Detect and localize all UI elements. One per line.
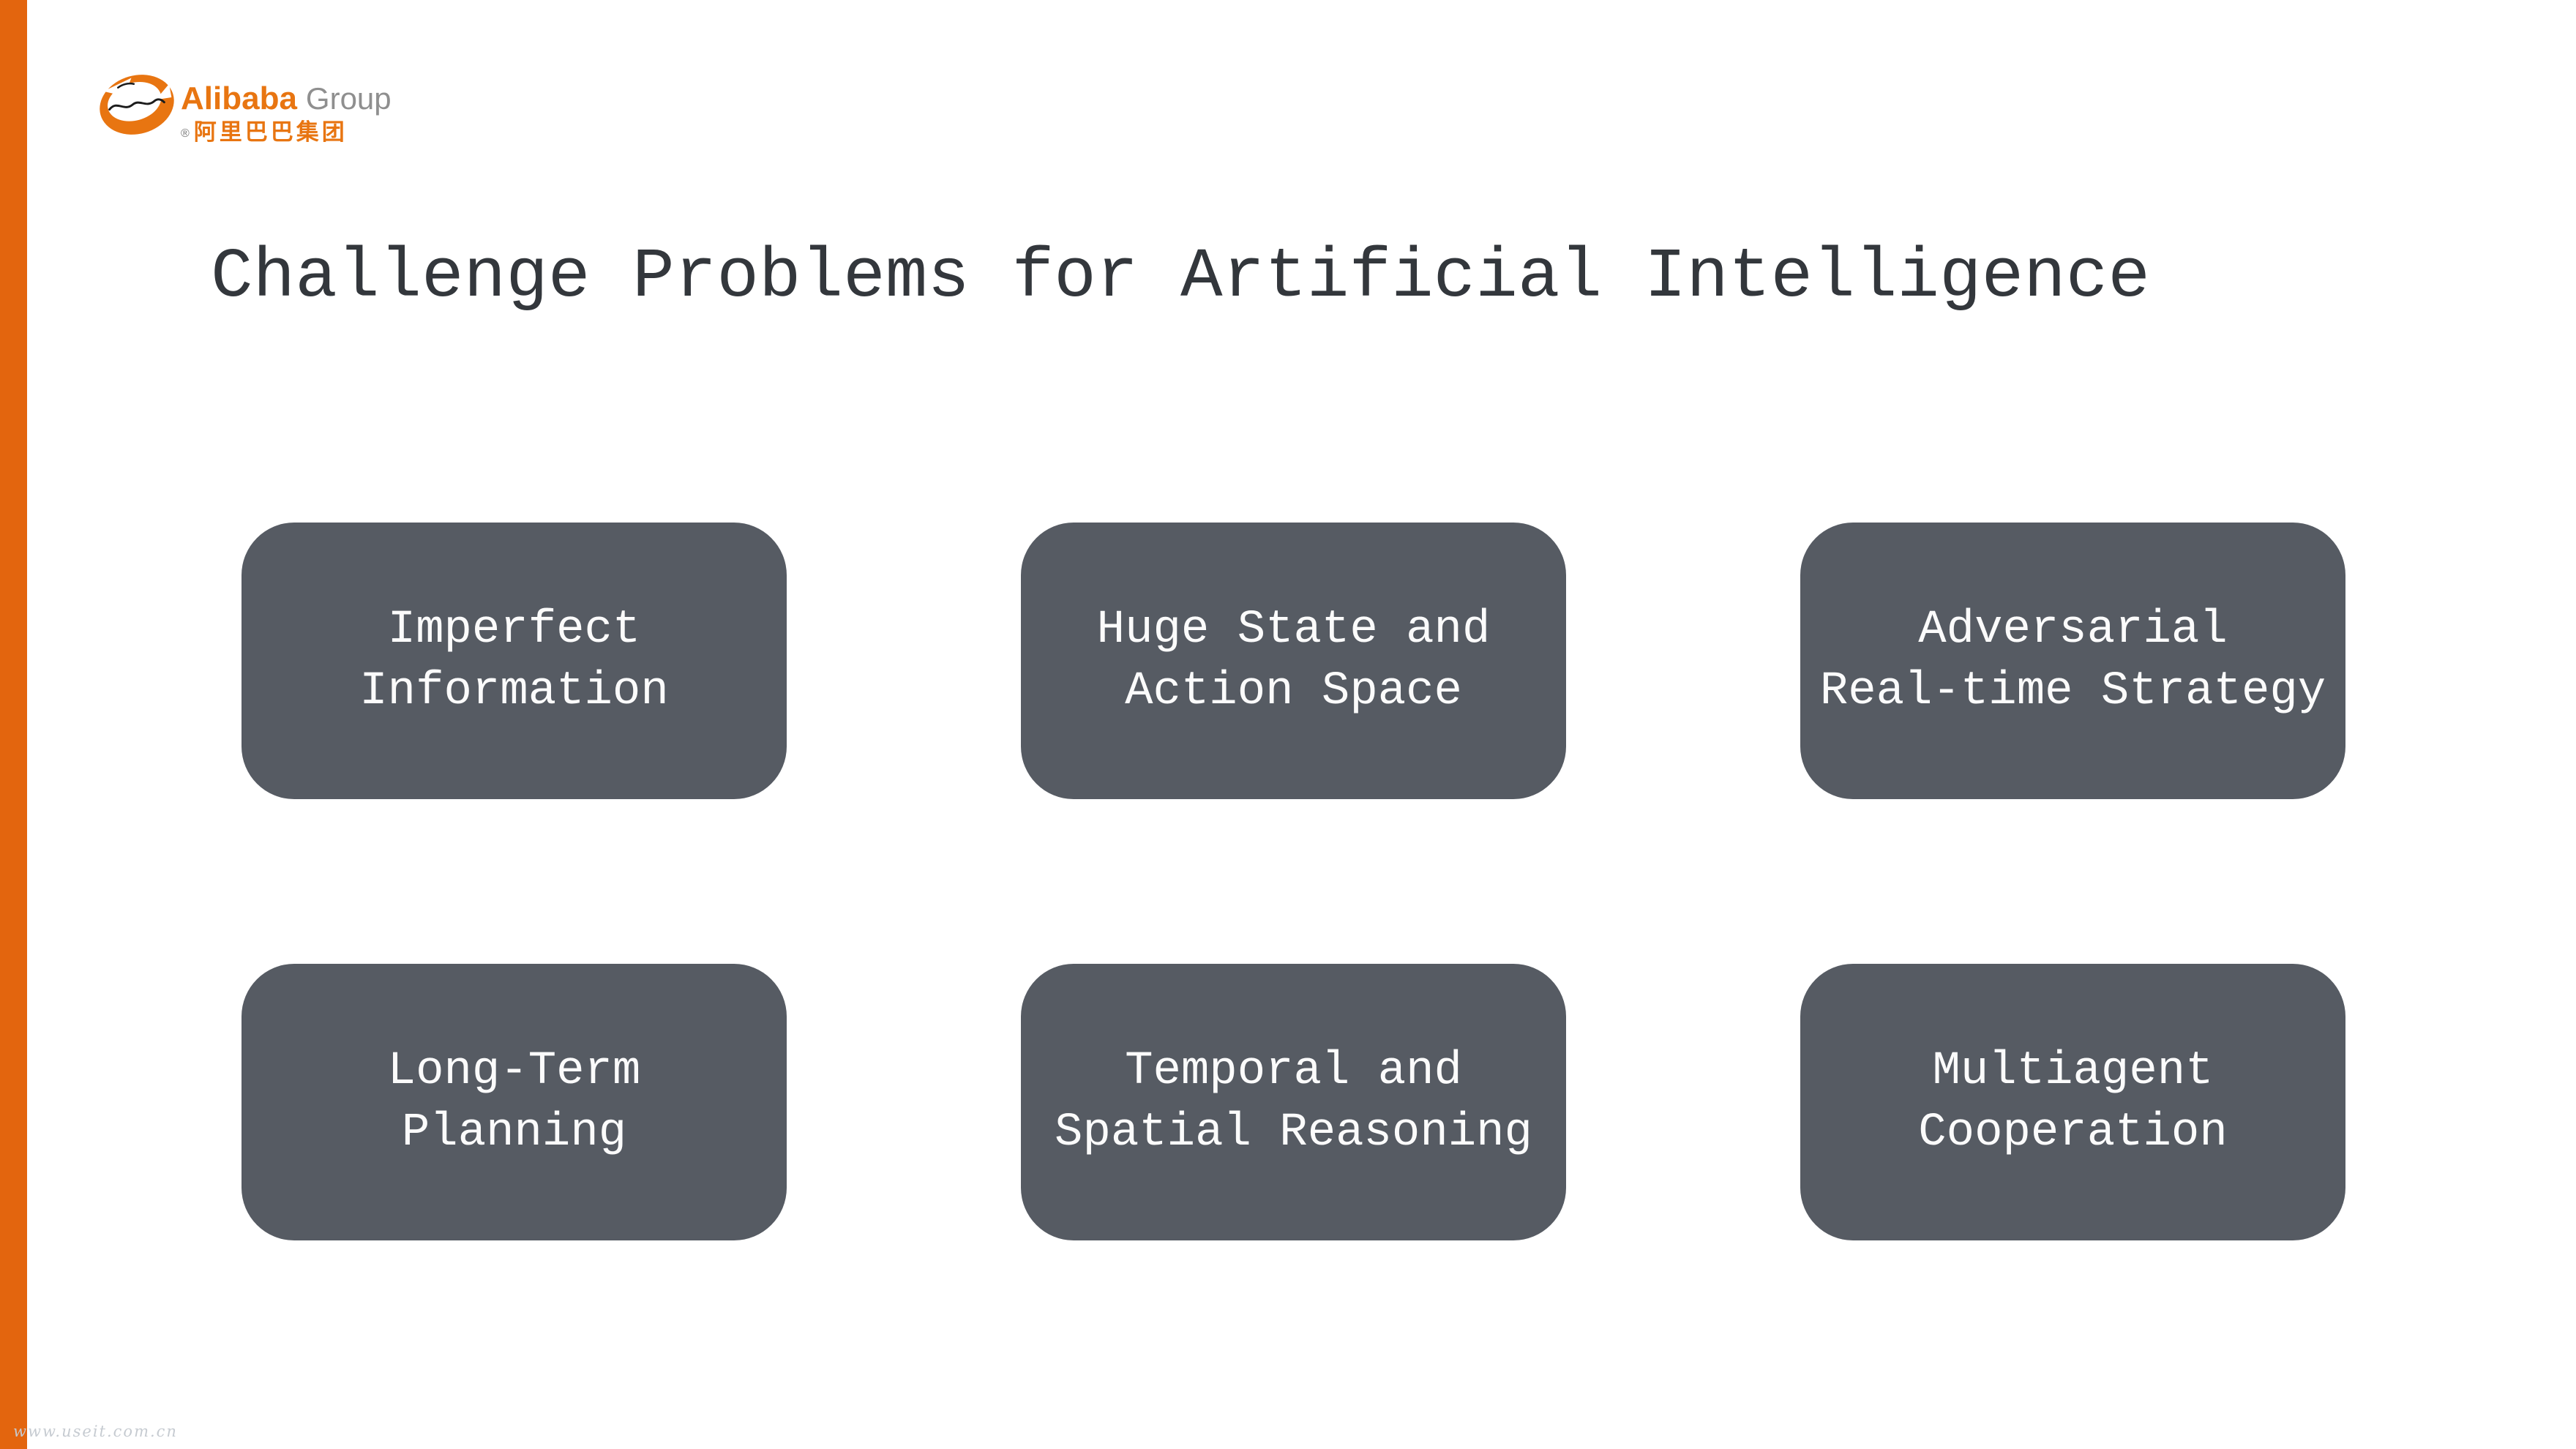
- slide-title: Challenge Problems for Artificial Intell…: [211, 237, 2151, 317]
- card-row-bottom: Long-Term Planning Temporal and Spatial …: [0, 964, 2345, 1240]
- card-imperfect-information: Imperfect Information: [242, 523, 787, 799]
- card-label-line: Real-time Strategy: [1819, 665, 2326, 718]
- card-huge-state-action-space: Huge State and Action Space: [1021, 523, 1566, 799]
- card-label-line: Multiagent: [1932, 1045, 2214, 1098]
- registered-trademark-symbol: ®: [181, 127, 190, 140]
- logo-text-block: Alibaba Group ® 阿里巴巴集团: [181, 72, 392, 144]
- logo-chinese-row: ® 阿里巴巴集团: [181, 121, 392, 143]
- card-label-line: Adversarial: [1918, 604, 2228, 656]
- logo-suffix-group: Group: [305, 81, 392, 116]
- card-label-line: Information: [359, 665, 669, 718]
- logo-wordmark: Alibaba Group: [181, 83, 392, 115]
- card-label-line: Action Space: [1125, 665, 1462, 718]
- card-label-line: Temporal and: [1125, 1045, 1462, 1098]
- card-label-line: Huge State and: [1096, 604, 1491, 656]
- card-adversarial-real-time-strategy: Adversarial Real-time Strategy: [1800, 523, 2345, 799]
- left-accent-bar: [0, 0, 27, 1449]
- logo-name-alibaba: Alibaba: [181, 80, 297, 116]
- card-row-top: Imperfect Information Huge State and Act…: [0, 523, 2345, 799]
- logo-chinese-name: 阿里巴巴集团: [193, 119, 348, 145]
- card-label-line: Cooperation: [1918, 1107, 2228, 1159]
- card-label-line: Spatial Reasoning: [1055, 1107, 1532, 1159]
- card-label-line: Long-Term: [387, 1045, 641, 1098]
- alibaba-group-logo: Alibaba Group ® 阿里巴巴集团: [97, 72, 392, 143]
- watermark-text: www.useit.com.cn: [13, 1423, 178, 1440]
- card-long-term-planning: Long-Term Planning: [242, 964, 787, 1240]
- card-label-line: Imperfect: [387, 604, 641, 656]
- card-label-line: Planning: [401, 1107, 627, 1159]
- card-temporal-spatial-reasoning: Temporal and Spatial Reasoning: [1021, 964, 1566, 1240]
- alibaba-smile-icon: [100, 75, 174, 135]
- card-multiagent-cooperation: Multiagent Cooperation: [1800, 964, 2345, 1240]
